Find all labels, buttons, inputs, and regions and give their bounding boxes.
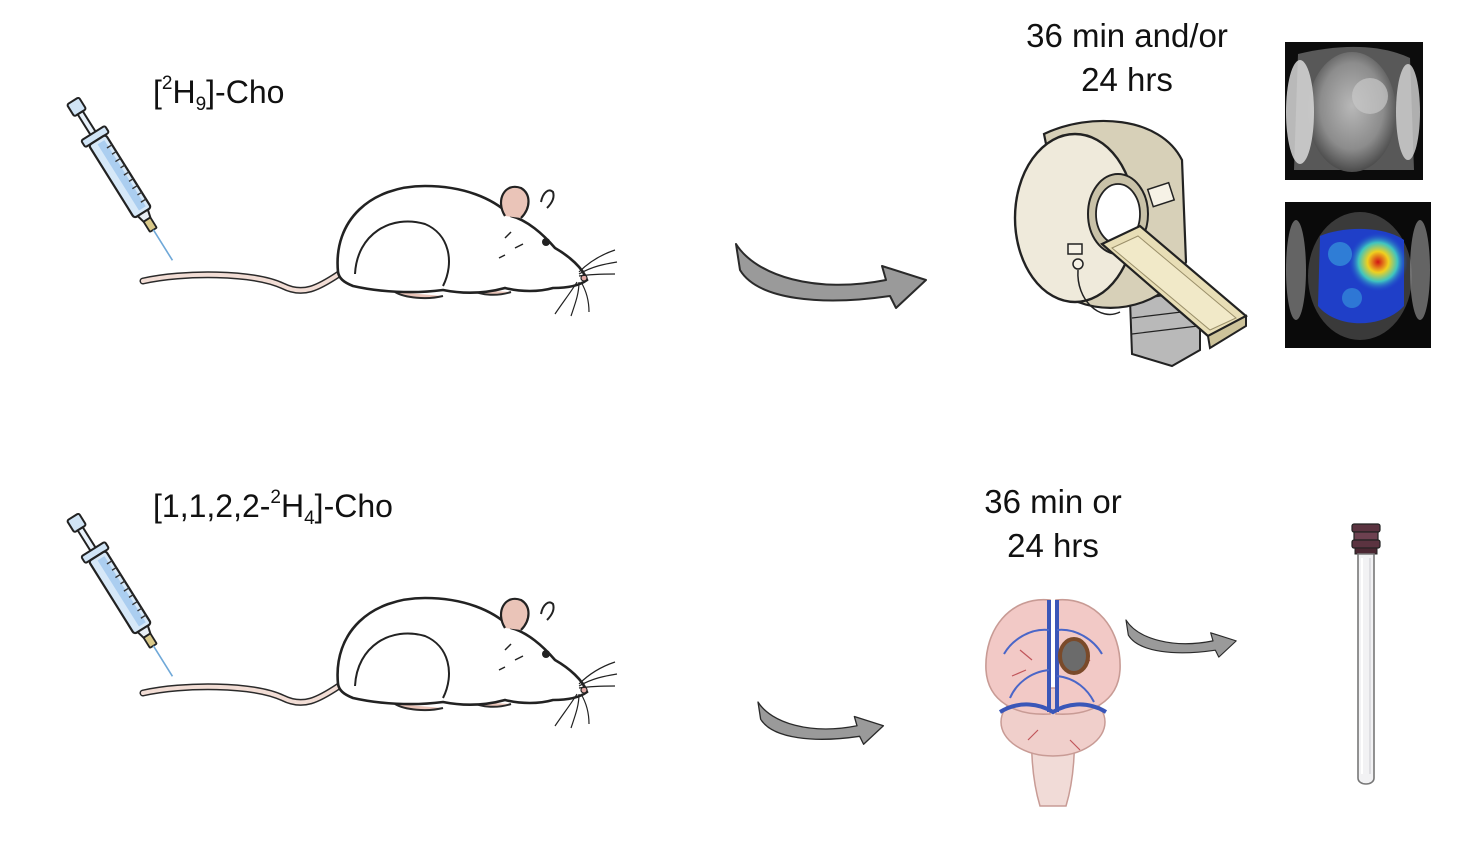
brain-icon (985, 598, 1121, 807)
mri-scanner-icon (1013, 119, 1248, 368)
row1-timing-line2: 24 hrs (1081, 61, 1173, 98)
row2-timing-label: 36 min or 24 hrs (963, 480, 1143, 568)
syringe-icon (59, 508, 186, 685)
mouse-icon (143, 186, 617, 316)
curved-arrow-icon (1125, 619, 1237, 658)
row2-timing-line2: 24 hrs (1007, 527, 1099, 564)
row2-timing-line1: 36 min or (984, 483, 1122, 520)
mouse-icon (143, 598, 617, 728)
row2-compound-label: [1,1,2,2-2H4]-Cho (153, 487, 393, 529)
mri-image-anatomical (1285, 42, 1423, 180)
curved-arrow-icon (735, 243, 927, 309)
row1-compound-label: [2H9]-Cho (153, 73, 285, 115)
syringe-icon (59, 92, 186, 269)
mri-image-deuterium-map (1285, 202, 1431, 348)
curved-arrow-icon (757, 701, 885, 745)
nmr-tube-icon (1351, 523, 1381, 785)
row1-timing-label: 36 min and/or 24 hrs (1007, 14, 1247, 102)
row1-timing-line1: 36 min and/or (1026, 17, 1228, 54)
